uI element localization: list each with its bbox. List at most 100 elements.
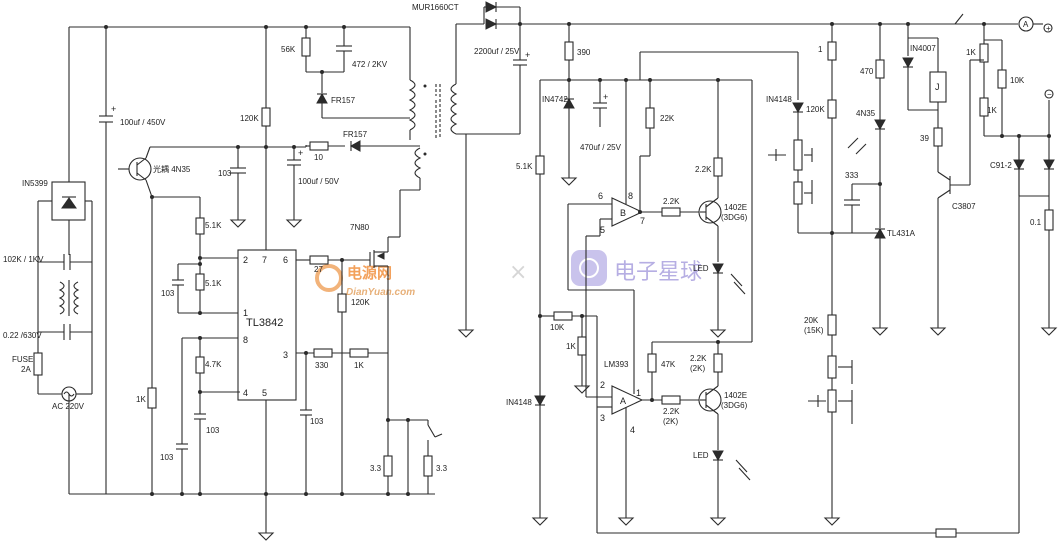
r-10k-ref [553, 311, 573, 321]
r-330 [313, 348, 333, 358]
r-2k2-a-label: 2.2K [663, 407, 680, 416]
r-1k-ctl-a [979, 43, 989, 63]
r-2k2-led2-label: 2.2K [690, 354, 707, 363]
comp-b-p8: 8 [628, 191, 633, 201]
r-120k-b-label: 120K [351, 298, 370, 307]
comp-b-p6: 6 [598, 191, 603, 201]
dianyuan-logo-icon [315, 264, 343, 292]
led1-icon [712, 263, 724, 275]
r-1-label: 1 [818, 45, 823, 54]
c103b-label: 103 [161, 289, 175, 298]
r-10k-ctl [997, 69, 1007, 89]
elecfans-logo-mark [579, 258, 599, 278]
comp-a-p1: 1 [636, 388, 641, 398]
r-1k-a-label: 1K [354, 361, 364, 370]
comp-a-p3: 3 [600, 413, 605, 423]
pin3: 3 [283, 350, 288, 360]
c103e-label: 103 [310, 417, 324, 426]
r-2k2-led2-label2: (2K) [690, 364, 705, 373]
r-56k-label: 56K [281, 45, 296, 54]
r-470 [875, 59, 885, 79]
comp-a-p2: 2 [600, 380, 605, 390]
c-snub-label: 472 / 2KV [352, 60, 388, 69]
c103d-label: 103 [160, 453, 174, 462]
comp-b-p7: 7 [640, 216, 645, 226]
pin1: 1 [243, 308, 248, 318]
r-2k2-a-label2: (2K) [663, 417, 678, 426]
fuse-value: 2A [21, 365, 31, 374]
r-1k-opto [147, 387, 157, 409]
zener-label: IN4742 [542, 95, 568, 104]
ground-icon-led2 [709, 517, 727, 526]
ground-icon-zener [560, 177, 578, 186]
cap-102k-label: 102K / 1KV [3, 255, 44, 264]
pot-1 [793, 139, 803, 171]
r-22k [645, 107, 655, 129]
opto-transistor [128, 157, 152, 181]
ground-icon-led1 [709, 329, 727, 338]
r-2k2-led2 [713, 353, 723, 373]
aux-winding [414, 147, 422, 179]
r-2k2-led1 [713, 157, 723, 177]
pin6: 6 [283, 255, 288, 265]
r-20k [827, 314, 837, 336]
watermark-logo1-url: DianYuan.com [346, 287, 415, 298]
r-120k-ctl [827, 99, 837, 119]
watermark-logo1-text: 电源网 [347, 264, 392, 282]
secondary-section: MUR1660CT + 2200uf / 25V 390 IN4742 + 47… [412, 1, 1020, 538]
r-390-label: 390 [577, 48, 591, 57]
ground-icon-comp [617, 517, 635, 526]
ground-icon-c103a [229, 219, 247, 228]
opto2-label: 4N35 [856, 109, 876, 118]
opto-led-icon [874, 119, 886, 131]
ground-icon-secondary [457, 329, 475, 338]
terminal-pos-icon [1043, 23, 1053, 33]
diode-in4007-icon [902, 57, 914, 69]
r-2k2-b-label: 2.2K [663, 197, 680, 206]
ammeter-label: A [1023, 20, 1029, 29]
r-120k-ctl-label: 120K [806, 105, 825, 114]
watermark-logos: 电源网 DianYuan.com × 电子星球 [315, 250, 702, 298]
c3807-label: C3807 [952, 202, 976, 211]
watermark-logo2-text: 电子星球 [614, 260, 702, 285]
svg-text:+: + [298, 148, 303, 158]
r-51k-a-label: 5.1K [205, 221, 222, 230]
comp-a-name: A [620, 396, 626, 406]
mur-diode-a-icon [485, 1, 498, 13]
r-10-label: 10 [314, 153, 323, 162]
ground-icon-in4148 [531, 517, 549, 526]
input-section: IN5399 102K / 1KV 0.22 /630V FUSE 2A AC … [3, 26, 410, 411]
r-1k-ref [577, 336, 587, 356]
ground-icon-vcc [285, 219, 303, 228]
r-51k-b-label: 5.1K [205, 279, 222, 288]
r-47k-label: 4.7K [205, 360, 222, 369]
ground-icon-pot [823, 517, 841, 526]
r-56k [301, 37, 311, 57]
diode-fr157b-icon [349, 140, 361, 152]
r-51k-ref-label: 5.1K [516, 162, 533, 171]
ground-icon-tl431 [871, 327, 889, 336]
r-1 [827, 41, 837, 61]
t2b-label: (3DG6) [721, 401, 748, 410]
pot-2 [793, 181, 803, 205]
tl3842-chip [237, 249, 297, 401]
svg-text:+: + [1046, 24, 1051, 33]
r-47k [195, 356, 205, 374]
comparator-b [611, 197, 644, 227]
r-51k-a [195, 217, 205, 235]
terminal-neg-icon [1044, 89, 1054, 99]
ground-icon-primary [257, 532, 275, 541]
in4148-b-label: IN4148 [506, 398, 532, 407]
r-10 [309, 141, 329, 151]
r-20k-label2: (15K) [804, 326, 824, 335]
led2-label: LED [693, 451, 709, 460]
transistor-1402e-b [698, 388, 722, 412]
ac-label: AC 220V [52, 402, 85, 411]
r-2k2-b [661, 207, 681, 217]
r-10k-ctl-label: 10K [1010, 76, 1025, 85]
cap470-label: 470uf / 25V [580, 143, 622, 152]
mur-diode-b-icon [485, 18, 498, 30]
ground-icon-1k [573, 385, 591, 394]
